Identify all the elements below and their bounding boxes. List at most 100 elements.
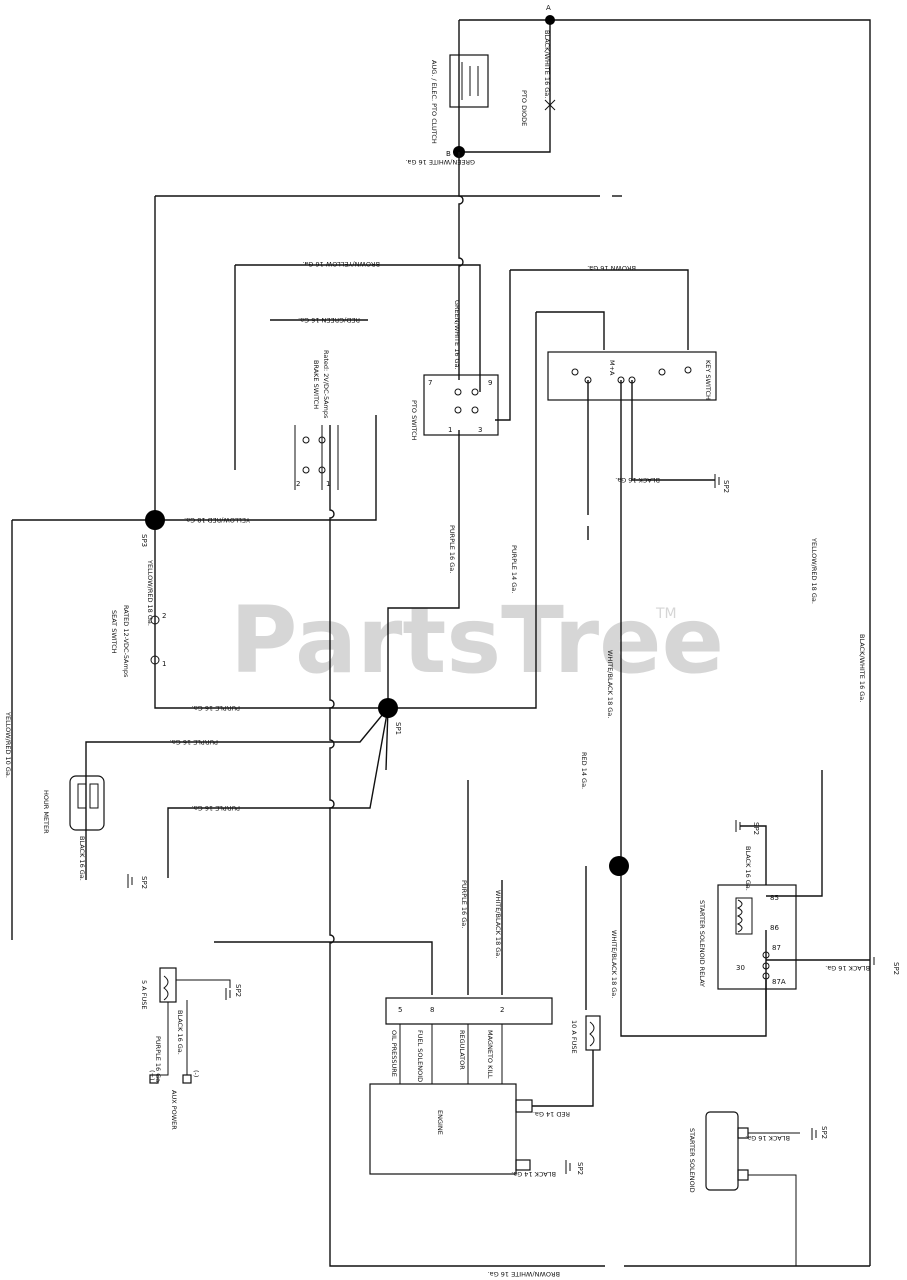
- wire-black-key: BLACK 16 Ga.: [615, 476, 660, 484]
- fuse-10a-label: 10 A FUSE: [570, 1020, 578, 1054]
- aux-minus-label: (-): [192, 1070, 200, 1077]
- main-wiring: [11, 152, 870, 1267]
- pto-clutch-box: [449, 54, 489, 108]
- wire-brown: BROWN 16 Ga.: [587, 264, 636, 272]
- wire-green-white-mid: GREEN/WHITE 16 Ga.: [453, 300, 461, 370]
- seat-switch-rating: RATED 12-VDC-5Amps: [122, 605, 130, 678]
- node-a: [545, 15, 555, 25]
- sp2-key: SP2: [722, 480, 730, 493]
- node-a-label: A: [546, 4, 551, 12]
- starter-solenoid: STARTER SOLENOID: [688, 1111, 800, 1266]
- wire-purple-key: PURPLE 14 Ga.: [510, 545, 518, 593]
- brake-pin-2: 2: [296, 480, 300, 488]
- wire-black-solenoid: BLACK 16 Ga.: [745, 1134, 790, 1142]
- key-switch-label: KEY SWITCH: [704, 360, 712, 400]
- wire-label-green-white-top: GREEN/WHITE 16 Ga.: [405, 158, 475, 166]
- seat-pin-2: 2: [162, 612, 166, 620]
- wire-red-engine: RED 14 Ga.: [533, 1110, 570, 1118]
- starter-relay: 85 86 87 87A 30 STARTER SOLENOID RELAY: [698, 884, 797, 990]
- hour-meter-label: HOUR METER: [42, 790, 50, 834]
- pto-switch-label: PTO SWITCH: [410, 400, 418, 441]
- wire-purple-seat: PURPLE 16 Ga.: [192, 704, 240, 712]
- relay-pin-87: 87: [772, 944, 781, 952]
- sp2-relay-top: SP2: [752, 822, 760, 835]
- starter-solenoid-label: STARTER SOLENOID: [688, 1128, 696, 1193]
- starter-relay-box: [717, 884, 797, 990]
- wire-white-black-engine: WHITE/BLACK 18 Ga.: [494, 890, 502, 958]
- wire-white-black-top: WHITE/BLACK 18 Ga.: [606, 650, 614, 718]
- wire-purple-pto: PURPLE 16 Ga.: [448, 525, 456, 573]
- relay-pin-87a: 87A: [772, 978, 786, 986]
- sp3-label: SP3: [140, 534, 148, 547]
- fuse-10a: 10 A FUSE: [570, 1015, 601, 1054]
- wire-black-relay-gnd: BLACK 16 Ga.: [825, 964, 870, 972]
- wire-yellow-red-sp3: YELLOW/RED 18 Ga.: [146, 559, 154, 626]
- pto-switch: 7 9 1 3 PTO SWITCH: [410, 374, 499, 441]
- pto-clutch-label: AUG. / ELEC. PTO CLUTCH: [430, 60, 438, 144]
- brake-switch-rating: Rated: 2V/DC-5Amps: [322, 350, 330, 419]
- watermark: PartsTree: [230, 587, 724, 694]
- brake-switch: 2 1 BRAKE SWITCH Rated: 2V/DC-5Amps: [294, 350, 339, 490]
- seat-pin-1: 1: [162, 660, 166, 668]
- wire-brown-yellow: BROWN/YELLOW 16 Ga.: [302, 260, 380, 268]
- brake-switch-label: BRAKE SWITCH: [312, 360, 320, 409]
- pto-pin-9: 9: [488, 379, 492, 387]
- ground-symbols: SP2 SP2 SP2 SP2 SP2 SP2 SP2: [127, 474, 900, 1175]
- fuse-5a-label: 5 A FUSE: [140, 980, 148, 1009]
- watermark-tm: TM: [655, 606, 677, 622]
- aux-plus-label: (+): [148, 1070, 156, 1081]
- node-sp3: [145, 510, 165, 530]
- wire-yellow-red-right: YELLOW/RED 18 Ga.: [810, 537, 818, 604]
- starter-relay-label: STARTER SOLENOID RELAY: [698, 900, 706, 987]
- relay-pin-86: 86: [770, 924, 779, 932]
- wire-labels: BROWN/YELLOW 16 Ga. BROWN 16 Ga. RED/GRE…: [4, 260, 870, 1278]
- pto-pin-1: 1: [448, 426, 452, 434]
- pto-pin-3: 3: [478, 426, 482, 434]
- node-sp1: [378, 698, 398, 718]
- sp1-label: SP1: [394, 722, 402, 735]
- aux-power-label: AUX POWER: [170, 1090, 178, 1130]
- node-red-white-black: [609, 856, 629, 876]
- sp2-engine: SP2: [576, 1162, 584, 1175]
- engine-pin-5: 5: [398, 1006, 402, 1014]
- hour-meter: HOUR METER: [42, 775, 105, 834]
- wire-purple-hourmeter: PURPLE 16 Ga.: [170, 738, 218, 746]
- wire-label-black-white-top: BLACK/WHITE 16 Ga.: [543, 30, 551, 98]
- junction-nodes: SP3 SP1: [140, 510, 629, 876]
- key-switch: KEY SWITCH M+A: [547, 351, 717, 401]
- engine-label: ENGINE: [436, 1110, 444, 1135]
- wire-black-white-right: BLACK/WHITE 16 Ga.: [858, 634, 866, 702]
- wire-purple-aux: PURPLE 16 Ga.: [192, 804, 240, 812]
- pto-diode-label: PTO DIODE: [520, 90, 528, 126]
- pto-switch-box: [423, 374, 499, 436]
- wire-yellow-red-top: YELLOW/RED 18 Ga.: [184, 516, 251, 524]
- wire-purple-auxpower: PURPLE 16 Ga.: [154, 1036, 162, 1084]
- starter-solenoid-box: [705, 1111, 739, 1191]
- wire-black-auxpower: BLACK 16 Ga.: [176, 1010, 184, 1055]
- key-switch-terms: M+A: [608, 360, 616, 376]
- sp2-relay: SP2: [892, 962, 900, 975]
- sp2-solenoid: SP2: [820, 1126, 828, 1139]
- engine: ENGINE OIL PRESSURE FUEL SOLENOID REGULA…: [369, 997, 553, 1175]
- relay-pin-30: 30: [736, 964, 745, 972]
- engine-box: [369, 1083, 517, 1175]
- seat-switch: 2 1 SEAT SWITCH RATED 12-VDC-5Amps: [110, 605, 166, 678]
- sp2-hourmeter: SP2: [140, 876, 148, 889]
- relay-pin-85: 85: [770, 894, 779, 902]
- engine-oil-label: OIL PRESSURE: [390, 1030, 398, 1077]
- wire-black-engine: BLACK 14 Ga.: [511, 1170, 556, 1178]
- sp2-aux: SP2: [234, 984, 242, 997]
- node-b-label: B: [446, 150, 451, 158]
- engine-pin-8: 8: [430, 1006, 434, 1014]
- seat-switch-label: SEAT SWITCH: [110, 610, 118, 654]
- engine-pin-2: 2: [500, 1006, 504, 1014]
- wire-white-black-bottom: WHITE/BLACK 18 Ga.: [610, 930, 618, 998]
- wire-purple-fuel: PURPLE 16 Ga.: [460, 880, 468, 928]
- wire-red-top: RED 14 Ga.: [580, 752, 588, 789]
- brake-pin-1: 1: [326, 480, 330, 488]
- wire-black-hourmeter: BLACK 16 Ga.: [78, 836, 86, 881]
- engine-reg-label: REGULATOR: [458, 1030, 466, 1070]
- pto-pin-7: 7: [428, 379, 432, 387]
- engine-fuel-label: FUEL SOLENOID: [416, 1030, 424, 1082]
